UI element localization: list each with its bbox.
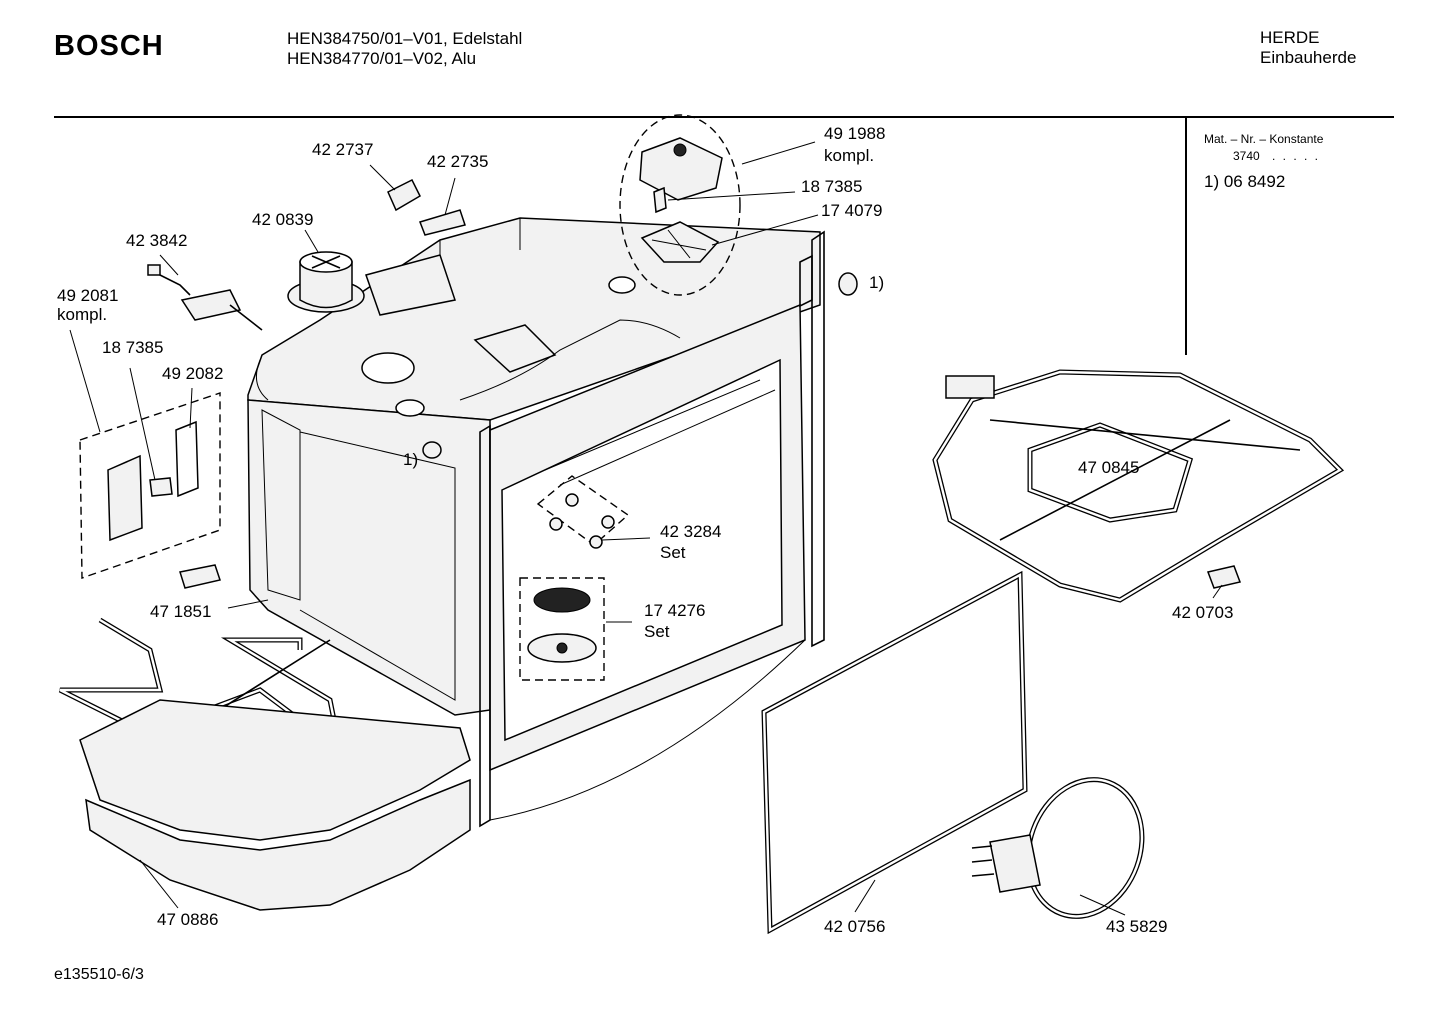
bottom-insulation [79,699,471,911]
legend-divider [1185,118,1187,355]
part-label-420839: 42 0839 [252,210,314,229]
part-label-491988: 49 1988 [824,124,886,143]
note-marker-1: 1) [869,273,885,292]
part-label-435829: 43 5829 [1106,917,1168,936]
drawing-id: e135510-6/3 [54,966,144,983]
lamp-assembly-group [619,114,741,296]
part-label-420703: 42 0703 [1172,603,1234,622]
fan-housing [287,251,365,313]
part-label-174276: 17 4276 [644,601,706,620]
part-label-423842: 42 3842 [126,231,188,250]
model-line-1: HEN384750/01–V01, Edelstahl [287,29,523,48]
door-seal [761,570,1028,935]
screw-set-group [536,475,630,549]
leader-lines [69,141,1223,916]
fan-seal-group [519,577,605,681]
grill-element [932,369,1345,603]
part-label-471851: 47 1851 [150,602,212,621]
side-rail [422,254,858,459]
legend-constant: 3740 [1233,149,1260,163]
model-line-2: HEN384770/01–V02, Alu [287,49,477,68]
part-label-187385-b: 18 7385 [801,177,863,196]
note-marker-2: 1) [403,450,419,469]
ring-heater [971,777,1145,919]
header-divider [54,116,1394,118]
thermostat-parts [147,178,466,331]
part-label-set-b: Set [644,622,670,641]
part-label-422735: 42 2735 [427,152,489,171]
part-label-422737: 42 2737 [312,140,374,159]
brand-logo: BOSCH [54,30,164,62]
part-label-187385-a: 18 7385 [102,338,164,357]
part-label-423284: 42 3284 [660,522,722,541]
part-label-470886: 47 0886 [157,910,219,929]
legend-dots: . . . . . [1272,149,1321,163]
part-label-420756: 42 0756 [824,917,886,936]
control-module-group [79,392,221,579]
part-label-492081: 49 2081 [57,286,119,305]
part-label-470845: 47 0845 [1078,458,1140,477]
part-label-kompl-a: kompl. [57,305,108,324]
legend-note: 1) 06 8492 [1204,172,1286,191]
part-label-492082: 49 2082 [162,364,224,383]
category-title: HERDE [1260,28,1320,47]
part-label-kompl-b: kompl. [824,146,875,165]
part-label-174079: 17 4079 [821,201,883,220]
part-label-set-a: Set [660,543,686,562]
legend-title: Mat. – Nr. – Konstante [1204,132,1324,146]
category-subtitle: Einbauherde [1260,48,1357,67]
